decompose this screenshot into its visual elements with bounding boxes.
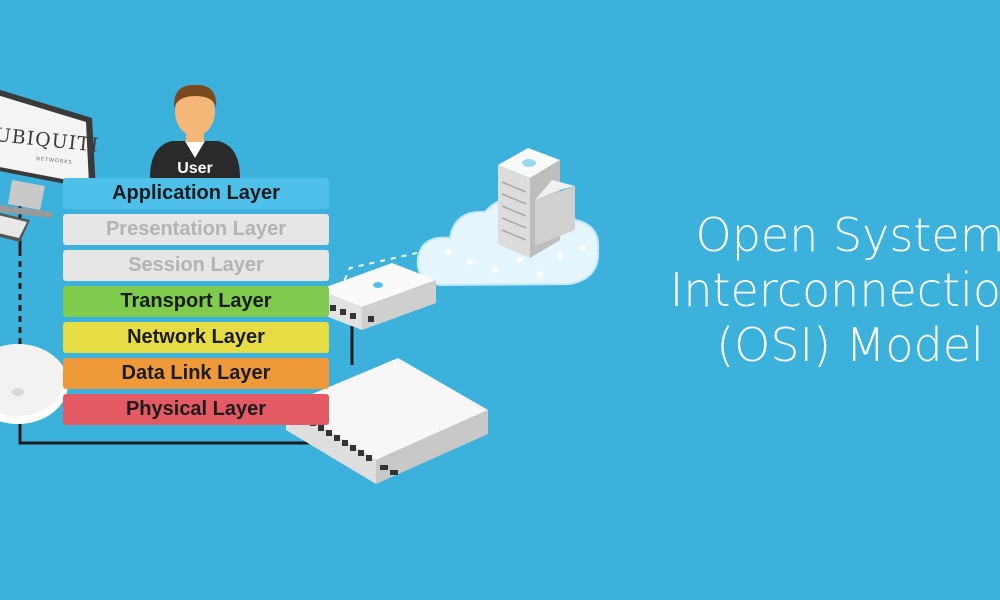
title-line-1: Open System bbox=[695, 208, 1000, 262]
title-line-2: Interconnection bbox=[669, 263, 1000, 317]
user-label: User bbox=[177, 160, 213, 177]
desktop-monitor-icon bbox=[0, 89, 96, 218]
layer-presentation: Presentation Layer bbox=[63, 214, 329, 245]
page-title: Open System Interconnection (OSI) Model bbox=[640, 208, 1000, 373]
router-icon bbox=[318, 263, 436, 330]
server-icon bbox=[498, 148, 575, 258]
layer-network: Network Layer bbox=[63, 322, 329, 353]
cloud-link-lines bbox=[339, 249, 431, 291]
layer-session: Session Layer bbox=[63, 250, 329, 281]
layer-physical: Physical Layer bbox=[63, 394, 329, 425]
access-point-icon bbox=[0, 344, 68, 424]
keyboard-icon bbox=[0, 212, 30, 242]
layer-application: Application Layer bbox=[63, 178, 329, 209]
title-line-3: (OSI) Model bbox=[716, 318, 984, 372]
layer-data-link: Data Link Layer bbox=[63, 358, 329, 389]
user-avatar-icon bbox=[150, 84, 240, 178]
layer-transport: Transport Layer bbox=[63, 286, 329, 317]
